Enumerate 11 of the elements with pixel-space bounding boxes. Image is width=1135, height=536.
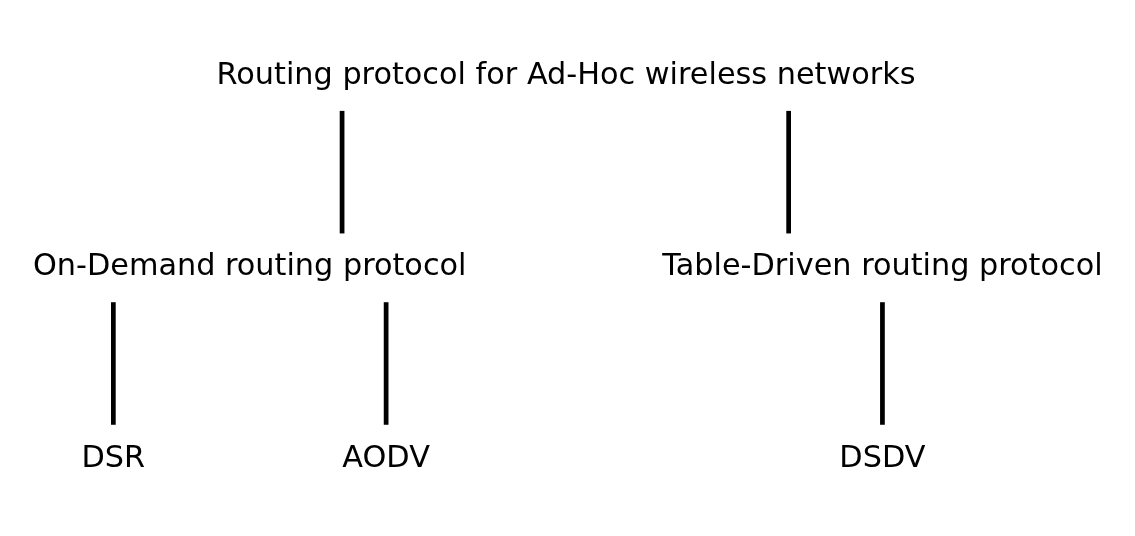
connector <box>786 110 792 234</box>
connector <box>110 302 116 425</box>
node-text: Table-Driven routing protocol <box>662 247 1103 283</box>
node-text: AODV <box>342 438 430 474</box>
node-text: On-Demand routing protocol <box>32 247 467 283</box>
node-text: DSDV <box>839 438 926 474</box>
connector <box>383 302 389 425</box>
connector <box>339 110 345 234</box>
node-text: DSR <box>81 438 146 474</box>
node-text: Routing protocol for Ad-Hoc wireless networks <box>216 55 916 91</box>
connector <box>880 302 885 425</box>
